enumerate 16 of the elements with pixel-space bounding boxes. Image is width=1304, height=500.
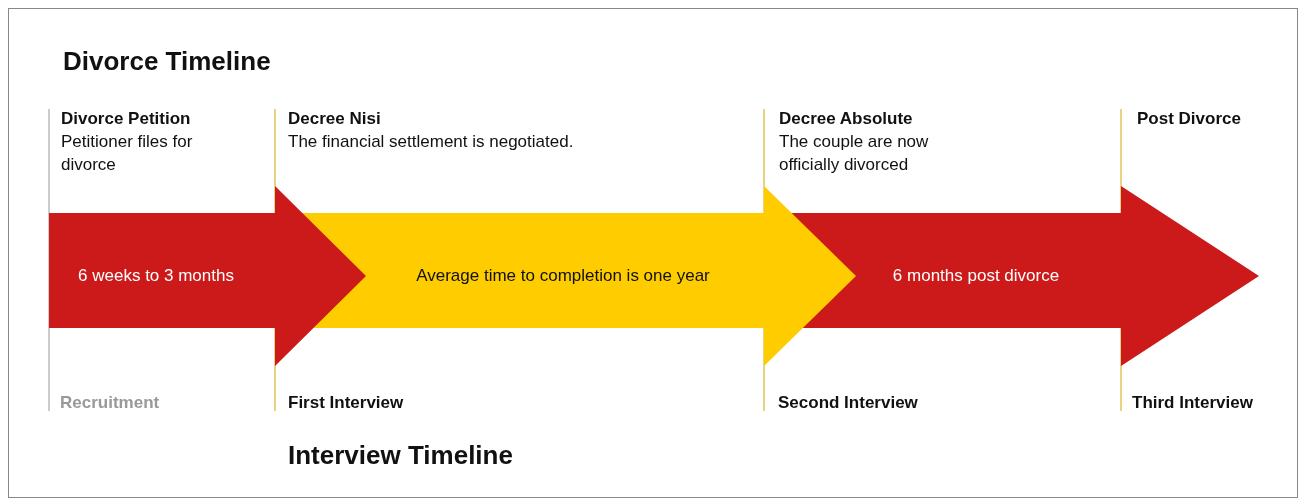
stage-description: The financial settlement is negotiated. bbox=[288, 131, 574, 153]
stage-description: Petitioner files for divorce bbox=[61, 131, 194, 176]
arrow-label: Average time to completion is one year bbox=[416, 266, 710, 286]
arrow-label: 6 weeks to 3 months bbox=[78, 266, 234, 286]
stage-heading: Divorce Petition bbox=[61, 108, 191, 130]
interview-label: Third Interview bbox=[1132, 392, 1253, 414]
arrow-label: 6 months post divorce bbox=[892, 266, 1060, 286]
section-heading: Interview Timeline bbox=[288, 439, 513, 471]
stage-heading: Decree Nisi bbox=[288, 108, 381, 130]
interview-label: Recruitment bbox=[60, 392, 160, 414]
stage-description: The couple are now officially divorced bbox=[779, 131, 930, 176]
stage-heading: Decree Absolute bbox=[779, 108, 913, 130]
diagram-title: Divorce Timeline bbox=[63, 45, 271, 77]
interview-label: First Interview bbox=[288, 392, 404, 414]
interview-label: Second Interview bbox=[778, 392, 918, 414]
stage-heading: Post Divorce bbox=[1137, 108, 1241, 130]
